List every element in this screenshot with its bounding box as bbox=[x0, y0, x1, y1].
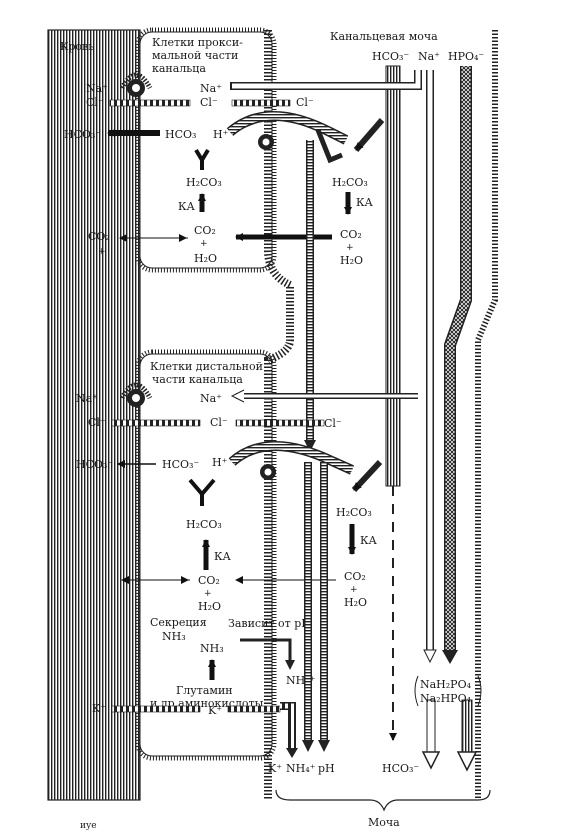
lumen-ka: КА bbox=[356, 196, 374, 209]
distal-cell-k: K⁺ bbox=[208, 704, 222, 717]
distal-cell-na: Na⁺ bbox=[200, 392, 222, 405]
lumen-h2o: H₂O bbox=[340, 254, 363, 267]
distal-cell bbox=[135, 349, 277, 761]
svg-text:Глутамин: Глутамин bbox=[176, 684, 233, 697]
distal-lumen-ka: КА bbox=[360, 534, 378, 547]
hco3-stream bbox=[385, 65, 401, 487]
svg-text:Na₂HPO₄: Na₂HPO₄ bbox=[420, 692, 472, 705]
output-nh4: NH₄⁺ bbox=[286, 762, 316, 775]
distal-h-secretion-cap bbox=[228, 441, 355, 480]
distal-cell-h: H⁺ bbox=[212, 456, 228, 469]
svg-text:Секреция: Секреция bbox=[150, 616, 207, 629]
cell-cl: Cl⁻ bbox=[200, 96, 218, 109]
urine-brace bbox=[275, 789, 491, 812]
distal-cell-plus: + bbox=[204, 589, 212, 599]
svg-text:части канальца: части канальца bbox=[152, 373, 243, 386]
distal-blood-na: Na⁺ bbox=[76, 392, 98, 405]
blood-co2: CO₂ bbox=[88, 230, 110, 243]
distal-na-pump bbox=[119, 382, 153, 407]
blood-na: Na⁺ bbox=[86, 82, 108, 95]
distal-cell-ka: КА bbox=[214, 550, 232, 563]
proximal-h-secretion-cap bbox=[226, 111, 349, 150]
cell-plus: + bbox=[200, 239, 208, 249]
distal-blood-hco3: HCO₃⁻ bbox=[76, 458, 113, 471]
lumen-h2co3: H₂CO₃ bbox=[332, 176, 368, 189]
cell-na: Na⁺ bbox=[200, 82, 222, 95]
distal-cell-h2o: H₂O bbox=[198, 600, 221, 613]
distal-cell-co2: CO₂ bbox=[198, 574, 220, 587]
svg-text:канальца: канальца bbox=[152, 62, 206, 75]
distal-cell-h2co3: H₂CO₃ bbox=[186, 518, 222, 531]
distal-lumen-h2o: H₂O bbox=[344, 596, 367, 609]
svg-text:Клетки дистальной: Клетки дистальной bbox=[150, 360, 263, 373]
tubular-urine-label: Канальцевая моча bbox=[330, 30, 438, 43]
cell-h2o: H₂O bbox=[194, 252, 217, 265]
output-ph: pH bbox=[318, 762, 335, 775]
proximal-cell-title: Клетки прокси- мальной части канальца bbox=[152, 36, 243, 75]
lumen-co2: CO₂ bbox=[340, 228, 362, 241]
proximal-na-pump bbox=[119, 72, 153, 97]
distal-blood-k: K⁺ bbox=[92, 702, 106, 715]
secretion-label: Секреция NH₃ bbox=[150, 616, 207, 643]
lumen-plus: + bbox=[346, 243, 354, 253]
distal-cell-hco3: HCO₃⁻ bbox=[162, 458, 199, 471]
distal-lumen-h2co3: H₂CO₃ bbox=[336, 506, 372, 519]
svg-text:мальной части: мальной части bbox=[152, 49, 238, 62]
svg-text:NaH₂PO₄: NaH₂PO₄ bbox=[420, 678, 472, 691]
svg-text:Клетки прокси-: Клетки прокси- bbox=[152, 36, 243, 49]
distal-cell-cl: Cl⁻ bbox=[210, 416, 228, 429]
lumen-hco3: HCO₃⁻ bbox=[372, 50, 409, 63]
distal-lumen-cl: Cl⁻ bbox=[324, 417, 342, 430]
lumen-hpo4: HPO₄⁻ bbox=[448, 50, 484, 63]
urine-label: Моча bbox=[368, 816, 400, 829]
proximal-cell bbox=[135, 27, 277, 273]
output-k: K⁺ bbox=[268, 762, 282, 775]
depends-on-ph-label: Зависит от рН bbox=[228, 617, 311, 630]
cell-h: H⁺ bbox=[213, 128, 229, 141]
lumen-cl: Cl⁻ bbox=[296, 96, 314, 109]
distal-cell-title: Клетки дистальной части канальца bbox=[150, 360, 263, 386]
blood-label: Кровь bbox=[60, 40, 94, 53]
distal-lumen-co2: CO₂ bbox=[344, 570, 366, 583]
lumen-na: Na⁺ bbox=[418, 50, 440, 63]
distal-cell-nh3: NH₃ bbox=[200, 642, 224, 655]
blood-cl: Cl⁻ bbox=[86, 96, 104, 109]
blood-column bbox=[47, 29, 141, 801]
tubule-wall bbox=[264, 30, 294, 800]
distal-blood-cl: Cl⁻ bbox=[88, 416, 106, 429]
cell-co2: CO₂ bbox=[194, 224, 216, 237]
svg-text:NH₃: NH₃ bbox=[162, 630, 186, 643]
footnote: иуе bbox=[80, 821, 97, 831]
blood-plus: + bbox=[98, 247, 106, 257]
cell-h2co3: H₂CO₃ bbox=[186, 176, 222, 189]
output-phosphate: NaH₂PO₄ Na₂HPO₄ bbox=[420, 678, 472, 705]
cell-ka: КА bbox=[178, 200, 196, 213]
output-hco3: HCO₃⁻ bbox=[382, 762, 419, 775]
cell-hco3: HCO₃ bbox=[165, 128, 196, 141]
blood-hco3: HCO₃⁻ bbox=[64, 128, 101, 141]
distal-lumen-plus: + bbox=[350, 585, 358, 595]
